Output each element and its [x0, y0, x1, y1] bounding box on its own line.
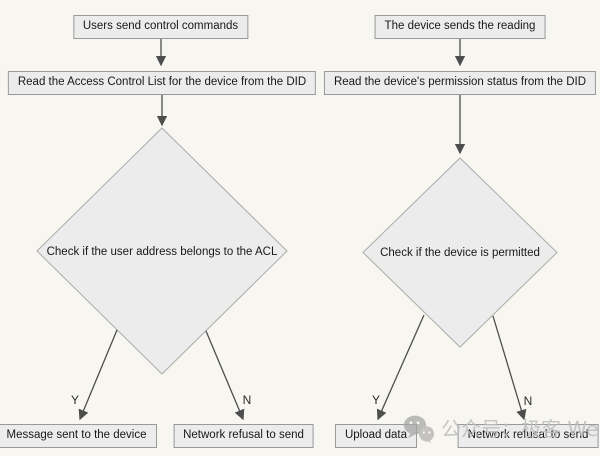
decision-label-device-permitted: Check if the device is permitted	[380, 247, 540, 259]
edge-label-left-yes: Y	[70, 393, 80, 407]
node-left-network-refusal: Network refusal to send	[173, 424, 314, 448]
node-users-send-commands: Users send control commands	[72, 15, 249, 39]
decision-diamond-left	[36, 127, 288, 375]
node-read-acl: Read the Access Control List for the dev…	[7, 71, 317, 95]
edge-right-yes	[376, 314, 425, 421]
node-right-network-refusal: Network refusal to send	[457, 424, 599, 448]
node-device-sends-reading: The device sends the reading	[374, 15, 546, 39]
edge-label-left-no: N	[242, 393, 252, 407]
node-read-permission-status: Read the device's permission status from…	[323, 71, 597, 95]
edge-right-no	[492, 315, 527, 421]
edge-left-yes	[78, 329, 118, 421]
edge-left-no	[205, 330, 245, 421]
decision-diamond-right	[362, 157, 558, 348]
decision-label-acl-check: Check if the user address belongs to the…	[46, 246, 278, 258]
edge-label-right-no: N	[523, 394, 533, 408]
node-message-sent: Message sent to the device	[0, 424, 157, 448]
node-upload-data: Upload data	[334, 424, 418, 448]
edge-label-right-yes: Y	[371, 393, 381, 407]
